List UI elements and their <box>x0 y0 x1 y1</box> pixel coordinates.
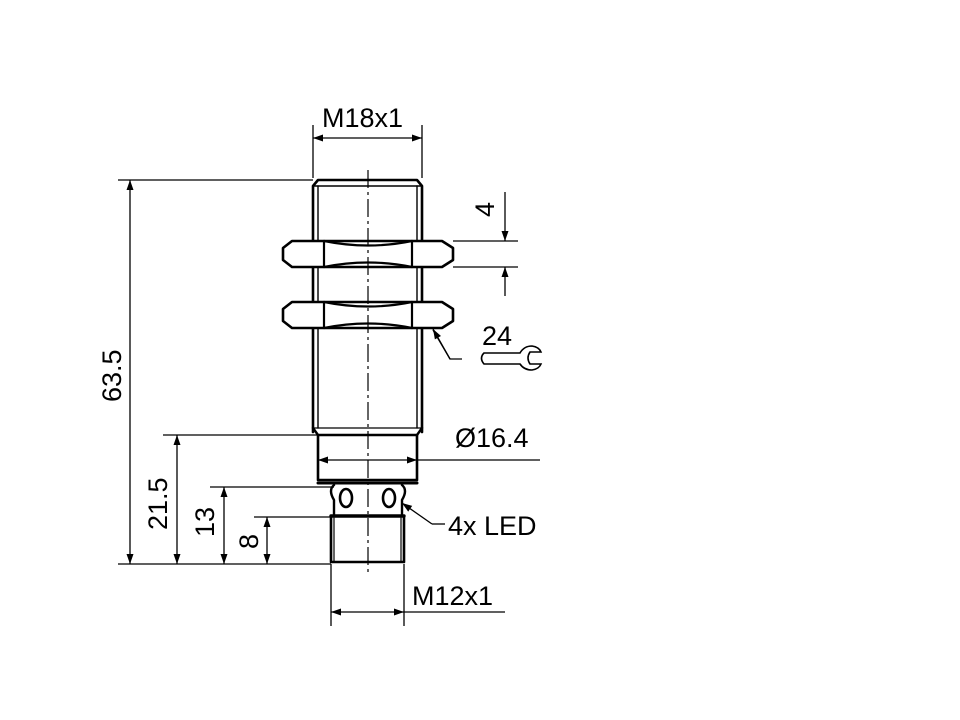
led-right <box>381 487 397 509</box>
label-8: 8 <box>234 534 264 549</box>
label-m18x1: M18x1 <box>322 103 403 133</box>
wrench-icon <box>480 345 543 371</box>
label-13: 13 <box>190 507 220 537</box>
label-21-5: 21.5 <box>143 477 173 530</box>
led-ring <box>329 483 407 517</box>
label-nut-height: 4 <box>470 202 500 217</box>
label-collar-diameter: Ø16.4 <box>455 423 529 453</box>
led-left <box>338 487 354 509</box>
label-total-length: 63.5 <box>97 349 127 402</box>
dimension-lines <box>118 125 540 626</box>
label-m12x1: M12x1 <box>412 581 493 611</box>
label-led: 4x LED <box>448 511 537 541</box>
label-wrench-size: 24 <box>482 321 512 351</box>
